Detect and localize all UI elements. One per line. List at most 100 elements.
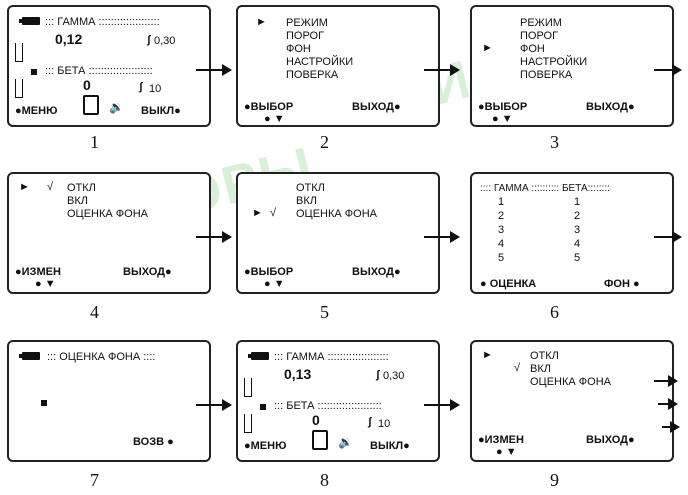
table-header: :::: ГАММА :::::::::: БЕТА::::::::	[480, 183, 610, 194]
screen-8-main: ::: ГАММА :::::::::::::::::::: 0,13 ʃ 0,…	[236, 340, 440, 462]
nav-buttons[interactable]: ● ▼	[35, 278, 56, 290]
exit-button[interactable]: ВЫХОД●	[352, 266, 401, 278]
off-button[interactable]: ВЫКЛ●	[370, 440, 410, 452]
panel-number: 7	[90, 470, 99, 490]
nav-buttons[interactable]: ● ▼	[264, 278, 285, 290]
menu-item-calibration[interactable]: ПОВЕРКА	[286, 69, 339, 81]
flow-arrow	[654, 231, 682, 243]
beta-bar-icon	[244, 414, 252, 433]
cursor-icon: ►	[482, 349, 493, 361]
menu-item-threshold[interactable]: ПОРОГ	[286, 30, 325, 42]
option-on[interactable]: ВКЛ	[530, 363, 551, 375]
beta-row: 3	[574, 224, 581, 236]
screen-1-main: ::: ГАММА :::::::::::::::::::: 0,12 ʃ 0,…	[7, 5, 211, 127]
option-background-estimate[interactable]: ОЦЕНКА ФОНА	[67, 208, 148, 220]
panel-number: 4	[90, 302, 99, 322]
menu-button[interactable]: ●МЕНЮ	[244, 440, 287, 452]
option-off[interactable]: ОТКЛ	[530, 350, 559, 362]
screen-6-background-table: :::: ГАММА :::::::::: БЕТА:::::::: 1 2 3…	[470, 172, 674, 294]
threshold-icon: ʃ	[139, 81, 143, 93]
change-button[interactable]: ●ИЗМЕН	[478, 434, 524, 446]
option-background-estimate[interactable]: ОЦЕНКА ФОНА	[530, 376, 611, 388]
menu-item-background[interactable]: ФОН	[520, 43, 545, 55]
select-button[interactable]: ●ВЫБОР	[244, 101, 294, 113]
threshold-icon: ʃ	[368, 416, 372, 428]
gamma-bar-icon	[15, 43, 23, 62]
off-button[interactable]: ВЫКЛ●	[141, 105, 181, 117]
menu-item-background[interactable]: ФОН	[286, 43, 311, 55]
exit-button[interactable]: ВЫХОД●	[123, 266, 172, 278]
menu-item-calibration[interactable]: ПОВЕРКА	[520, 69, 573, 81]
gamma-row: 1	[498, 196, 505, 208]
option-off[interactable]: ОТКЛ	[67, 182, 96, 194]
panel-number: 6	[550, 302, 559, 322]
exit-button[interactable]: ВЫХОД●	[352, 101, 401, 113]
threshold-icon: ʃ	[376, 369, 380, 381]
flow-arrow	[196, 64, 232, 76]
gamma-row: 4	[498, 238, 505, 250]
speaker-icon: 🔉	[338, 435, 353, 449]
cursor-icon: ►	[482, 42, 493, 54]
battery-icon	[19, 352, 40, 360]
gamma-threshold: 0,30	[154, 35, 176, 47]
select-button[interactable]: ●ВЫБОР	[244, 266, 294, 278]
screen-7-background-estimate: ::: ОЦЕНКА ФОНА :::: ВОЗВ ●	[7, 340, 211, 462]
gamma-threshold: 0,30	[383, 370, 405, 382]
panel-number: 9	[550, 470, 559, 490]
beta-threshold: 10	[149, 83, 162, 95]
battery-icon	[19, 17, 40, 25]
change-button[interactable]: ●ИЗМЕН	[15, 266, 61, 278]
cursor-icon: ►	[252, 207, 263, 219]
panel-number: 2	[320, 132, 329, 152]
exit-button[interactable]: ВЫХОД●	[586, 101, 635, 113]
check-icon: √	[270, 207, 277, 219]
select-button[interactable]: ●ВЫБОР	[478, 101, 528, 113]
gamma-header: ::: ГАММА ::::::::::::::::::::	[274, 351, 389, 363]
indicator-square	[260, 404, 266, 410]
menu-item-threshold[interactable]: ПОРОГ	[520, 30, 559, 42]
beta-threshold: 10	[378, 418, 391, 430]
screen-9-submenu: ► ОТКЛ √ ВКЛ ОЦЕНКА ФОНА ●ИЗМЕН ВЫХОД● ●…	[470, 340, 674, 462]
menu-item-settings[interactable]: НАСТРОЙКИ	[520, 56, 588, 68]
exit-button[interactable]: ВЫХОД●	[586, 434, 635, 446]
flow-arrow	[424, 231, 460, 243]
panel-number: 8	[320, 470, 329, 490]
nav-buttons[interactable]: ● ▼	[492, 113, 513, 125]
indicator-square	[31, 69, 37, 75]
gamma-value: 0,13	[284, 366, 312, 382]
flow-arrow	[658, 398, 678, 410]
flow-arrow	[196, 399, 232, 411]
beta-bar-icon	[15, 79, 23, 98]
beta-value: 0	[83, 77, 91, 93]
option-off[interactable]: ОТКЛ	[296, 182, 325, 194]
menu-item-mode[interactable]: РЕЖИМ	[286, 17, 328, 29]
option-on[interactable]: ВКЛ	[67, 195, 88, 207]
menu-item-mode[interactable]: РЕЖИМ	[520, 17, 562, 29]
gamma-header: ::: ГАММА ::::::::::::::::::::	[45, 16, 160, 28]
screen-3-menu: РЕЖИМ ПОРОГ ► ФОН НАСТРОЙКИ ПОВЕРКА ●ВЫБ…	[470, 5, 674, 127]
gamma-row: 3	[498, 224, 505, 236]
flow-arrow	[662, 421, 680, 433]
battery-icon	[248, 352, 269, 360]
return-button[interactable]: ВОЗВ ●	[133, 436, 174, 448]
beta-header: ::: БЕТА :::::::::::::::::::::	[45, 65, 153, 77]
beta-row: 2	[574, 210, 581, 222]
nav-buttons[interactable]: ● ▼	[496, 446, 517, 458]
estimate-button[interactable]: ● ОЦЕНКА	[480, 278, 537, 290]
nav-buttons[interactable]: ● ▼	[264, 113, 285, 125]
gamma-row: 5	[498, 252, 505, 264]
detector-icon	[312, 430, 328, 450]
menu-item-settings[interactable]: НАСТРОЙКИ	[286, 56, 354, 68]
check-icon: √	[514, 362, 521, 374]
flow-arrow	[654, 64, 682, 76]
beta-row: 4	[574, 238, 581, 250]
panel-number: 5	[320, 302, 329, 322]
panel-number: 3	[550, 132, 559, 152]
menu-button[interactable]: ●МЕНЮ	[15, 105, 58, 117]
option-on[interactable]: ВКЛ	[296, 195, 317, 207]
background-button[interactable]: ФОН ●	[604, 278, 640, 290]
beta-value: 0	[312, 412, 320, 428]
flow-arrow	[424, 399, 460, 411]
indicator-square	[41, 400, 47, 406]
option-background-estimate[interactable]: ОЦЕНКА ФОНА	[296, 208, 377, 220]
